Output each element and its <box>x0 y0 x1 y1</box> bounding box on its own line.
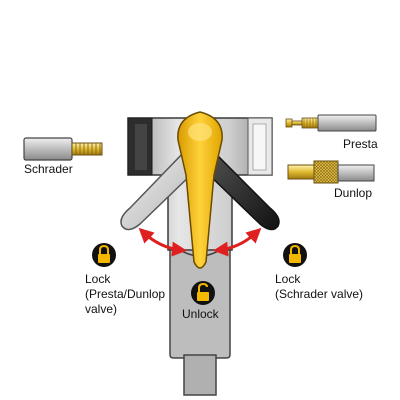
dunlop-valve <box>287 160 375 184</box>
label-presta: Presta <box>343 137 378 151</box>
padlock-locked-icon-left <box>92 243 116 267</box>
label-lock-schrader: Lock (Schrader valve) <box>275 272 364 301</box>
label-lock-presta-dunlop: Lock (Presta/Dunlop valve) <box>85 272 166 316</box>
lever-presta-dunlop-position <box>120 148 199 231</box>
label-schrader: Schrader <box>24 162 73 176</box>
rotation-arrow-left <box>138 227 187 257</box>
padlock-unlocked-icon <box>191 281 215 305</box>
rotation-arrow-right <box>213 227 262 257</box>
label-dunlop: Dunlop <box>334 186 373 200</box>
lever-schrader-position <box>201 148 280 231</box>
padlock-locked-icon-right <box>283 243 307 267</box>
schrader-valve <box>23 137 103 161</box>
presta-valve <box>285 114 377 132</box>
lever-unlock-position <box>177 111 223 269</box>
label-unlock: Unlock <box>182 307 219 321</box>
